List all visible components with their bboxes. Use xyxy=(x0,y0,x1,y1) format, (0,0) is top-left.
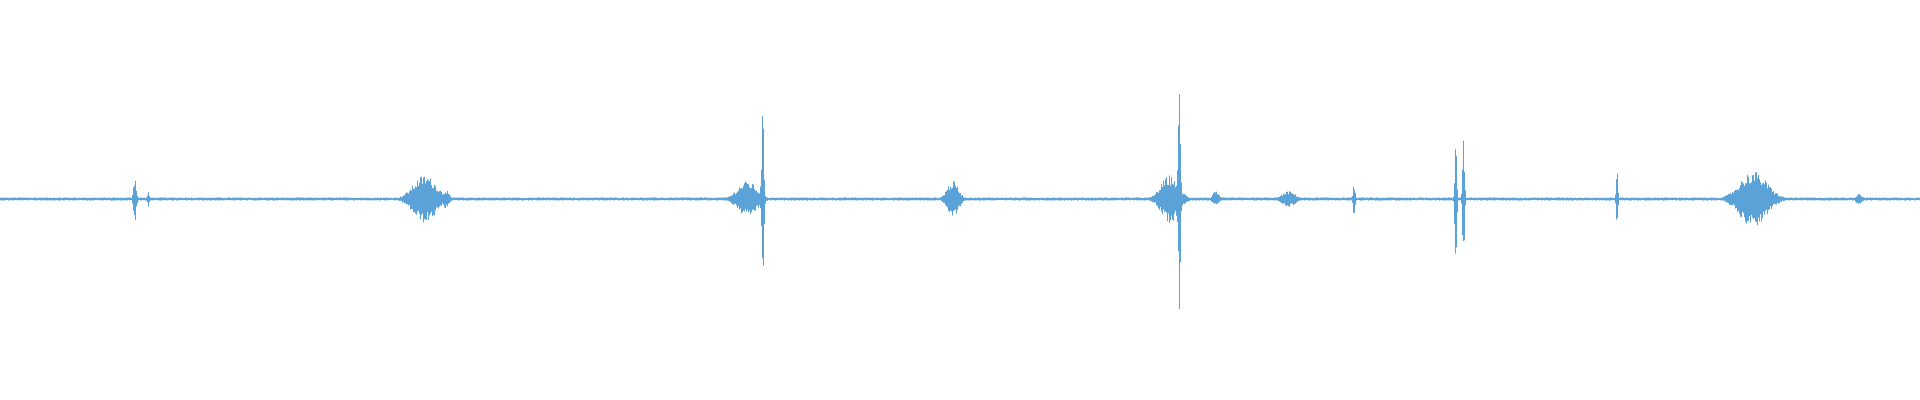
waveform-trace xyxy=(0,94,1920,310)
